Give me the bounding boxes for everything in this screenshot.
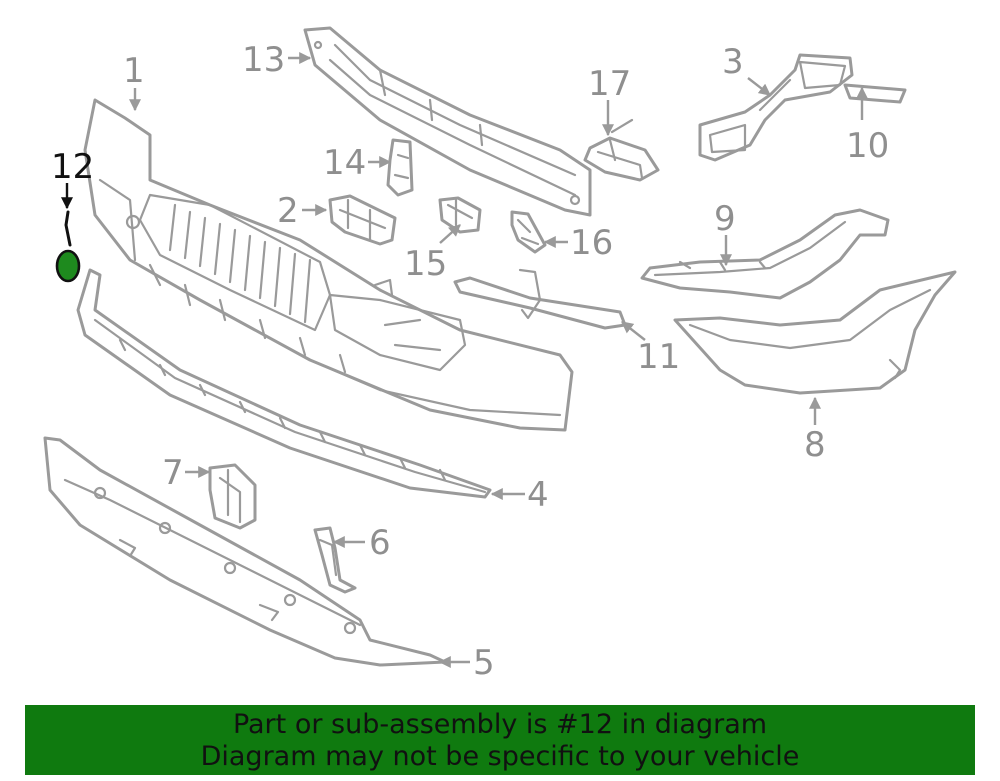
callout-6[interactable]: 6 [369, 523, 391, 563]
part-1-bumper-cover [83, 98, 574, 432]
callout-17[interactable]: 17 [588, 64, 631, 104]
callout-7[interactable]: 7 [162, 453, 184, 493]
callout-11[interactable]: 11 [637, 337, 680, 377]
parts-diagram: 1 2 3 4 5 6 7 8 9 10 11 12 13 14 15 16 1… [43, 26, 957, 683]
part-6-bracket [313, 526, 357, 594]
callout-14[interactable]: 14 [323, 143, 366, 183]
info-banner: Part or sub-assembly is #12 in diagram D… [25, 705, 975, 775]
callout-labels: 1 2 3 4 5 6 7 8 9 10 11 12 13 14 15 16 1… [51, 40, 889, 683]
part-3-bracket [698, 53, 854, 162]
part-2-bracket [328, 194, 397, 246]
part-4-lower-strip [76, 268, 492, 499]
part-10-trim [843, 83, 907, 104]
part-7-bracket [208, 463, 257, 530]
callout-8[interactable]: 8 [804, 425, 826, 465]
callout-2[interactable]: 2 [277, 191, 299, 231]
callout-5[interactable]: 5 [473, 643, 495, 683]
part-13-upper-reinforcement [303, 26, 592, 217]
callout-16[interactable]: 16 [570, 223, 613, 263]
callout-1[interactable]: 1 [123, 51, 145, 91]
part-16-bracket [510, 210, 547, 254]
part-15-bracket [438, 196, 482, 234]
part-11-molding-strip [453, 268, 627, 330]
banner-line-2: Diagram may not be specific to your vehi… [200, 741, 800, 772]
callout-15[interactable]: 15 [404, 244, 447, 284]
callout-9[interactable]: 9 [714, 199, 736, 239]
part-12-highlighted [55, 210, 81, 283]
part-5-skid-plate [43, 436, 447, 667]
part-8-corner-cover [673, 270, 957, 395]
part-17-sensor-bracket [583, 118, 660, 182]
banner-line-1: Part or sub-assembly is #12 in diagram [232, 709, 768, 740]
callout-10[interactable]: 10 [846, 126, 889, 166]
callout-4[interactable]: 4 [527, 475, 549, 515]
part-9-trim-strip [640, 208, 890, 300]
callout-12[interactable]: 12 [51, 147, 94, 187]
callout-13[interactable]: 13 [242, 40, 285, 80]
callout-3[interactable]: 3 [722, 42, 744, 82]
leader-lines [61, 52, 868, 668]
part-14-bracket [386, 138, 414, 197]
